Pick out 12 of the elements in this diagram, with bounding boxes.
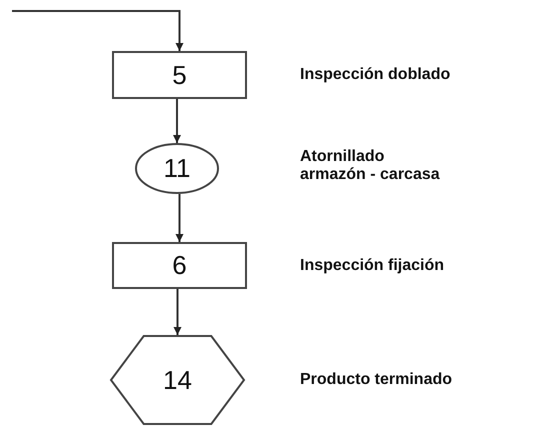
arrow: [12, 10, 184, 51]
step-number: 11: [164, 153, 190, 184]
step-number: 6: [172, 250, 187, 281]
step-description: Inspección doblado: [300, 66, 452, 84]
arrow: [173, 99, 181, 143]
step-number: 5: [172, 60, 187, 90]
step-description: Producto terminado: [300, 371, 454, 390]
step-number: 14: [163, 364, 192, 396]
step-description: Inspección fijación: [300, 257, 446, 276]
step-description: Atornillado armazón - carcasa: [300, 148, 441, 184]
arrow: [176, 194, 184, 242]
arrow: [174, 289, 182, 335]
